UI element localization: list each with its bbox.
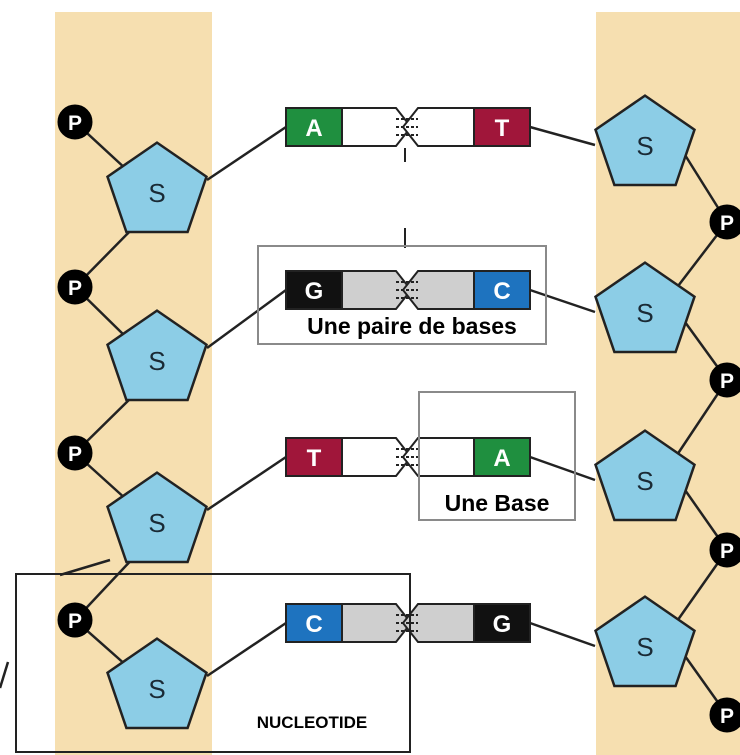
phosphates: P P P P P P P P bbox=[57, 104, 740, 733]
phosphate-label: P bbox=[720, 540, 734, 563]
base-letter-left: T bbox=[307, 445, 322, 472]
backbone-link bbox=[59, 558, 111, 577]
base-stem bbox=[206, 125, 287, 182]
sugar-label: S bbox=[636, 632, 653, 662]
phosphate: P bbox=[709, 362, 740, 398]
base-letter-left: A bbox=[305, 115, 322, 142]
sugar: S bbox=[106, 471, 208, 564]
sugars: S S S S S S S S bbox=[106, 94, 696, 730]
base-letter-right: T bbox=[495, 115, 510, 142]
base-stem bbox=[529, 288, 596, 314]
base-letter-right-block bbox=[473, 107, 531, 147]
base-stem bbox=[529, 455, 596, 482]
phosphate-label: P bbox=[68, 443, 82, 466]
nucleotide-label: NUCLEOTIDE bbox=[257, 713, 368, 732]
phosphate: P bbox=[57, 269, 93, 305]
phosphate-circle bbox=[57, 269, 93, 305]
sugar: S bbox=[594, 429, 696, 522]
phosphate-label: P bbox=[720, 705, 734, 728]
base-box bbox=[418, 391, 576, 521]
sugar: S bbox=[594, 595, 696, 688]
base-letter-left-block bbox=[285, 603, 343, 643]
sugar-pentagon bbox=[106, 471, 208, 564]
base-letter-left: G bbox=[305, 278, 324, 305]
sugar: S bbox=[594, 94, 696, 187]
base-letter-right: A bbox=[493, 445, 510, 472]
sugar-label: S bbox=[148, 346, 165, 376]
sugar: S bbox=[106, 309, 208, 402]
base-letter-right-block bbox=[473, 603, 531, 643]
base-letter-left-block bbox=[285, 107, 343, 147]
sugar-pentagon bbox=[594, 429, 696, 522]
base-label: Une Base bbox=[445, 490, 550, 516]
phosphate: P bbox=[709, 532, 740, 568]
base-pair-box bbox=[257, 245, 547, 345]
sugar: S bbox=[594, 261, 696, 354]
base-stem bbox=[529, 125, 596, 147]
phosphate-label: P bbox=[68, 277, 82, 300]
base-letter-left-block bbox=[285, 270, 343, 310]
phosphate-circle bbox=[709, 697, 740, 733]
sugar-label: S bbox=[148, 508, 165, 538]
sugar-pentagon bbox=[594, 595, 696, 688]
phosphate-circle bbox=[709, 204, 740, 240]
sugar-label: S bbox=[636, 131, 653, 161]
sugar: S bbox=[106, 141, 208, 234]
phosphate: P bbox=[57, 435, 93, 471]
phosphate: P bbox=[709, 204, 740, 240]
phosphate-label: P bbox=[720, 370, 734, 393]
base-letter-right: G bbox=[493, 611, 512, 638]
phosphate-circle bbox=[57, 602, 93, 638]
base-stem bbox=[206, 455, 287, 512]
base-stem bbox=[206, 621, 287, 678]
base-letter-left: C bbox=[305, 611, 322, 638]
base-stem bbox=[206, 288, 287, 350]
sugar-label: S bbox=[148, 674, 165, 704]
base-letter-right-block bbox=[473, 270, 531, 310]
base-letter-right: C bbox=[493, 278, 510, 305]
phosphate: P bbox=[57, 602, 93, 638]
phosphate: P bbox=[709, 697, 740, 733]
phosphate-circle bbox=[709, 362, 740, 398]
base-stem bbox=[529, 621, 596, 648]
sugar-label: S bbox=[148, 178, 165, 208]
sugar-label: S bbox=[636, 298, 653, 328]
phosphate-label: P bbox=[68, 610, 82, 633]
phosphate-label: P bbox=[720, 212, 734, 235]
phosphate: P bbox=[57, 104, 93, 140]
sugar-label: S bbox=[636, 466, 653, 496]
sugar-pentagon bbox=[594, 261, 696, 354]
base-pair-label: Une paire de bases bbox=[307, 313, 517, 339]
nucleotide-box bbox=[15, 573, 411, 753]
base-letter-right-block bbox=[473, 437, 531, 477]
phosphate-circle bbox=[57, 435, 93, 471]
sugar-pentagon bbox=[106, 141, 208, 234]
sugar: S bbox=[106, 637, 208, 730]
sugar-pentagon bbox=[106, 309, 208, 402]
nucleotide-pointer bbox=[0, 661, 10, 689]
sugar-pentagon bbox=[594, 94, 696, 187]
phosphate-circle bbox=[709, 532, 740, 568]
phosphate-label: P bbox=[68, 112, 82, 135]
phosphate-circle bbox=[57, 104, 93, 140]
sugar-pentagon bbox=[106, 637, 208, 730]
base-letter-left-block bbox=[285, 437, 343, 477]
